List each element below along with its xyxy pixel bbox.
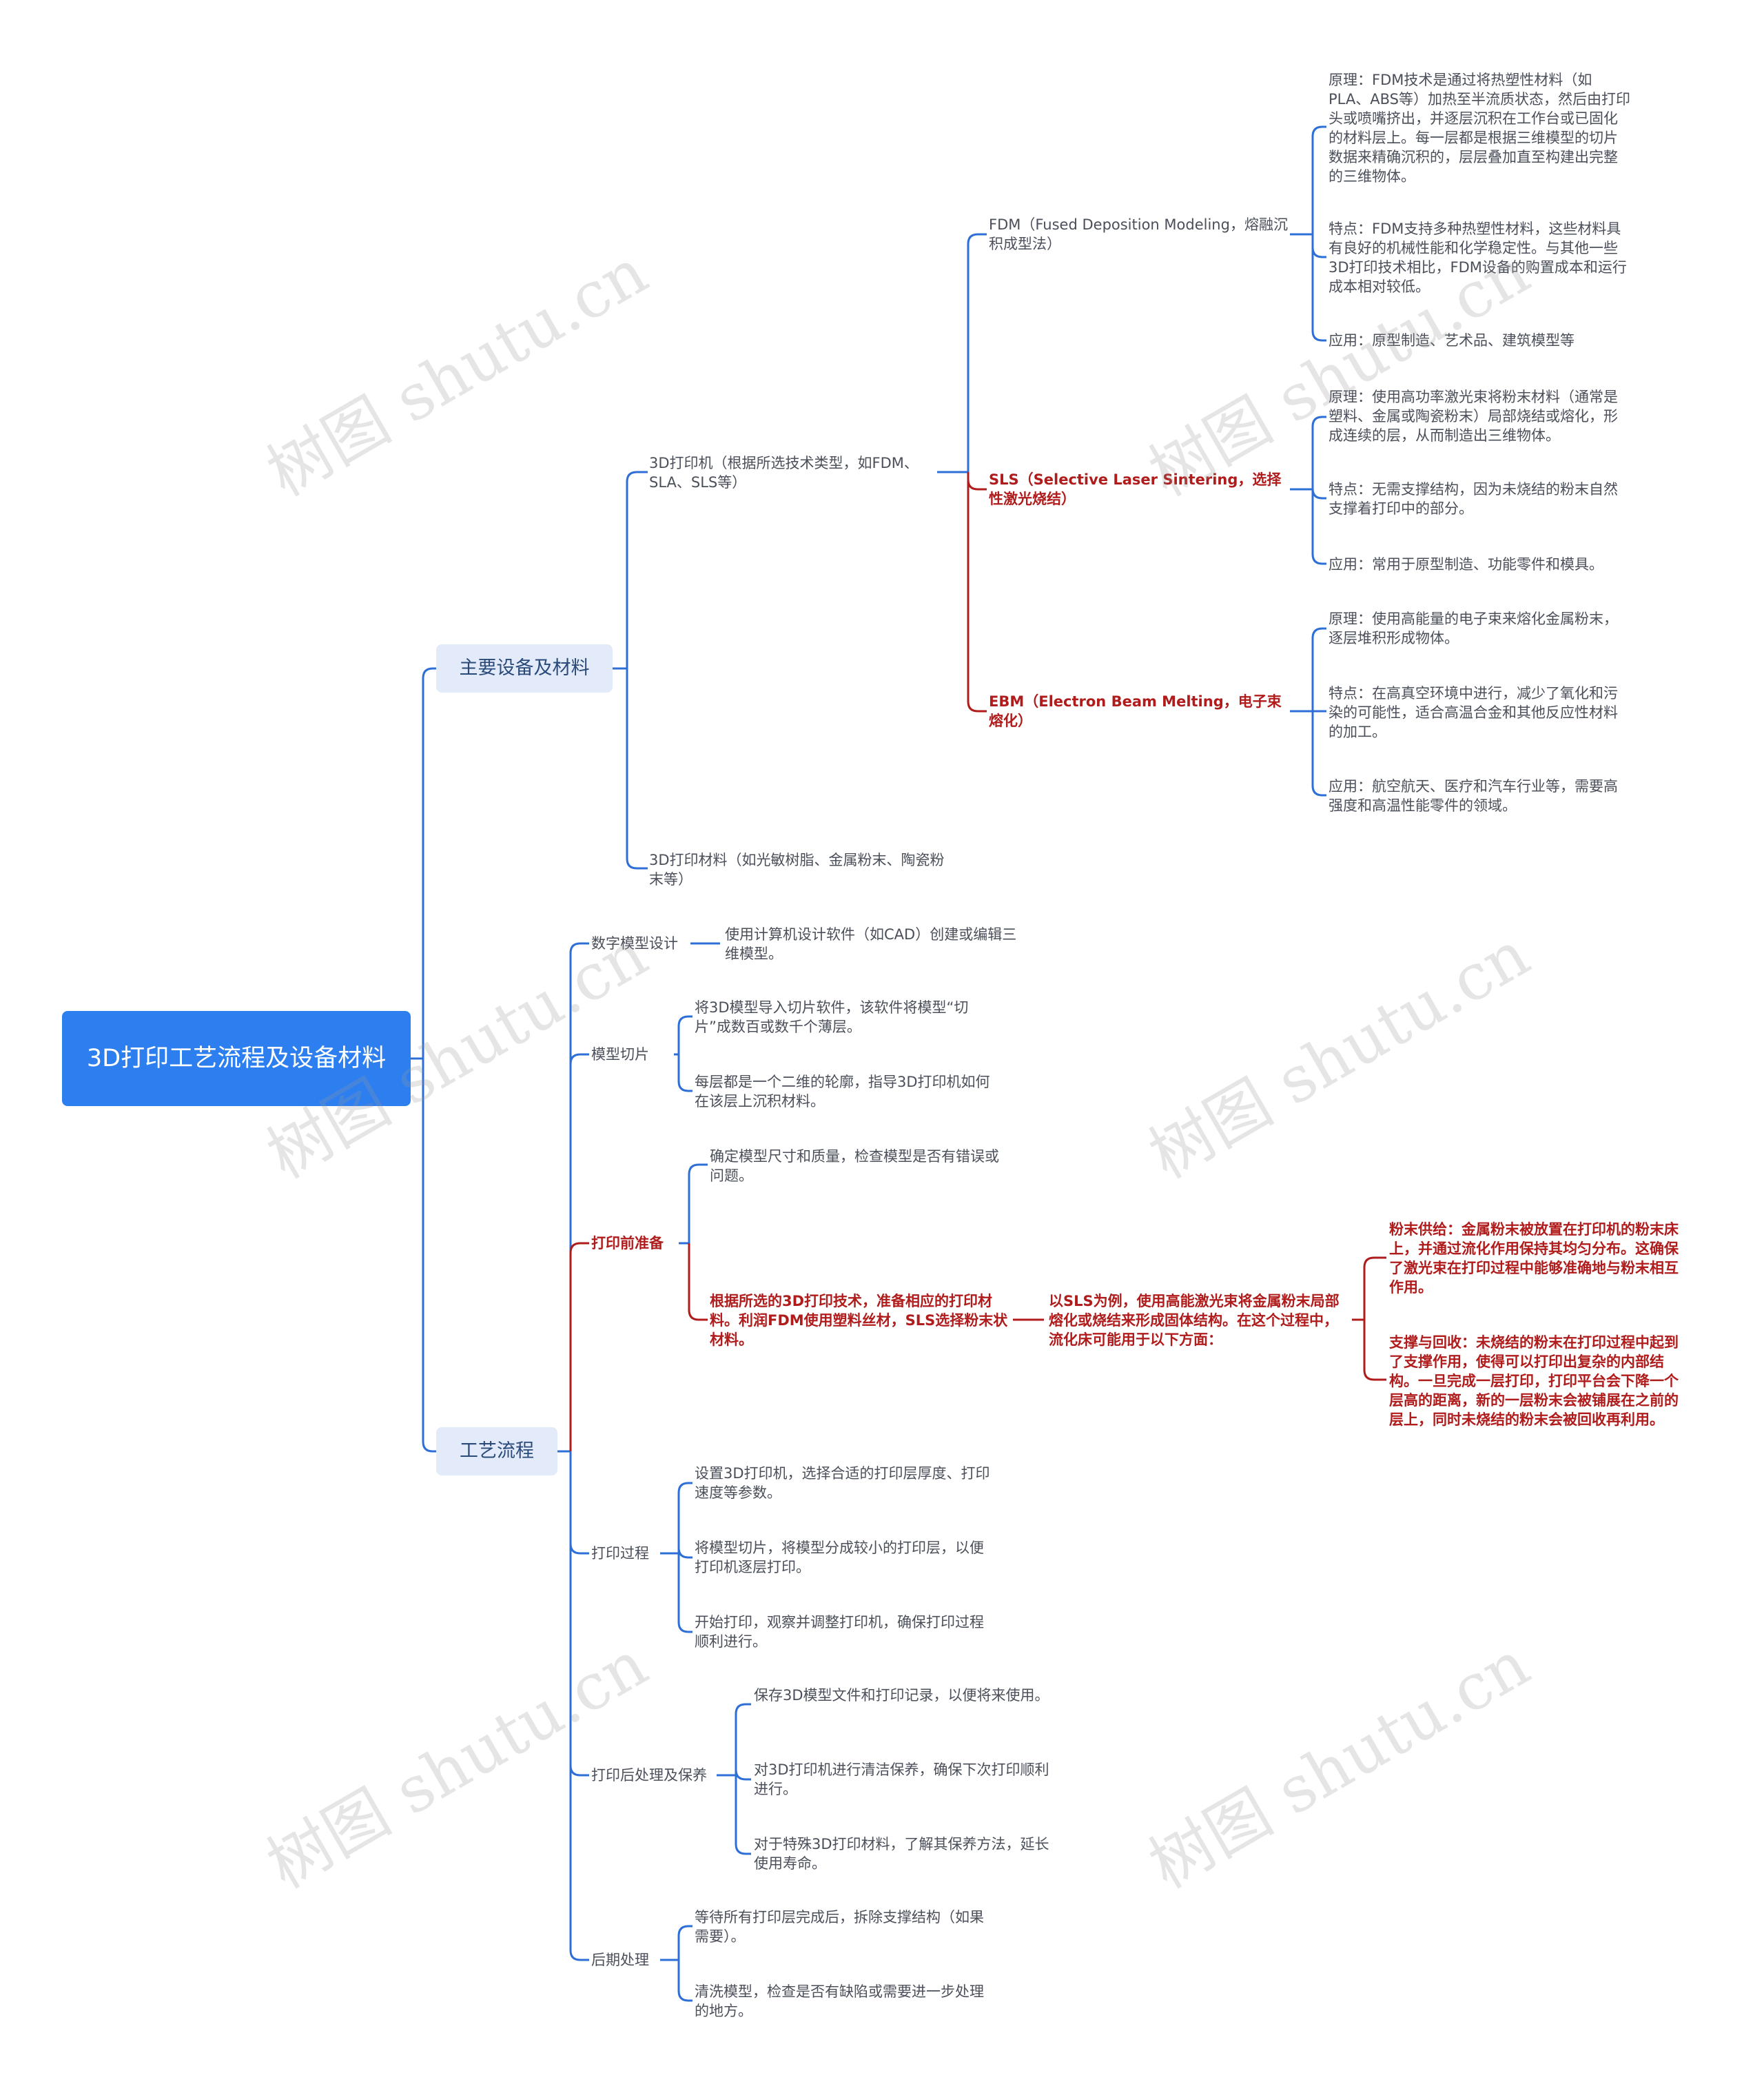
design-item: 使用计算机设计软件（如CAD）创建或编辑三维模型。 [725, 926, 1017, 962]
printer-node[interactable]: 3D打印机（根据所选技术类型，如FDM、SLA、SLS等） [649, 455, 919, 491]
sls-connector-branch [1311, 416, 1326, 489]
prep-item-1: 确定模型尺寸和质量，检查模型是否有错误或问题。 [710, 1148, 999, 1184]
slicing-node[interactable]: 模型切片 [591, 1046, 649, 1063]
root-connector-branch [422, 1059, 436, 1453]
printing-item-3: 开始打印，观察并调整打印机，确保打印过程顺利进行。 [695, 1614, 984, 1650]
post-connector-branch [677, 1925, 693, 1960]
ebm-principle: 原理：使用高能量的电子束来熔化金属粉末，逐层堆积形成物体。 [1329, 611, 1618, 646]
printing-connector-branch [677, 1482, 693, 1553]
printer-connector-branch [967, 472, 987, 491]
slicing-item-2: 每层都是一个二维的轮廓，指导3D打印机如何在该层上沉积材料。 [695, 1074, 990, 1110]
sls-feature: 特点：无需支撑结构，因为未烧结的粉末自然支撑着打印中的部分。 [1329, 481, 1618, 517]
powder-supply: 粉末供给：金属粉末被放置在打印机的粉末床上，并通过流化作用保持其均匀分布。这确保… [1389, 1221, 1679, 1296]
slicing-item-1: 将3D模型导入切片软件，该软件将模型“切片”成数百或数千个薄层。 [695, 999, 969, 1035]
maintenance-item-3: 对于特殊3D打印材料，了解其保养方法，延长使用寿命。 [754, 1836, 1049, 1872]
maintenance-node[interactable]: 打印后处理及保养 [591, 1767, 707, 1784]
process-connector-branch [569, 1451, 589, 1777]
sls-application: 应用：常用于原型制造、功能零件和模具。 [1329, 556, 1603, 573]
sls-connector-branch [1311, 489, 1326, 565]
equipment-connector-branch [626, 471, 648, 668]
maintenance-connector-branch [735, 1769, 751, 1781]
maintenance-connector-branch [735, 1703, 751, 1775]
post-item-1: 等待所有打印层完成后，拆除支撑结构（如果需要）。 [695, 1909, 984, 1945]
note-children-connector-branch [1363, 1320, 1386, 1381]
ebm-connector-branch [1311, 711, 1326, 797]
post-item-2: 清洗模型，检查是否有缺陷或需要进一步处理的地方。 [695, 1983, 984, 2019]
printing-connector-branch [677, 1547, 693, 1559]
note-children-connector-branch [1363, 1256, 1386, 1320]
sls-note: 以SLS为例，使用高能激光束将金属粉末局部熔化或烧结来形成固体结构。在这个过程中… [1049, 1293, 1340, 1348]
process-connector-branch [569, 1451, 589, 1961]
ebm-node[interactable]: EBM（Electron Beam Melting，电子束熔化） [989, 693, 1282, 729]
root-connector-branch [422, 667, 436, 1059]
branch-process[interactable]: 工艺流程 [436, 1427, 557, 1475]
branch-equipment-label: 主要设备及材料 [459, 657, 590, 679]
prep-connector-branch [688, 1163, 708, 1243]
printing-connector-branch [677, 1553, 693, 1633]
fdm-application: 应用：原型制造、艺术品、建筑模型等 [1329, 332, 1575, 349]
process-connector-branch [569, 1053, 589, 1451]
sls-connector-branch [1311, 488, 1326, 500]
design-node[interactable]: 数字模型设计 [591, 935, 678, 952]
ebm-connector-branch [1311, 627, 1326, 711]
fdm-connector-branch [1311, 234, 1326, 342]
prep-item-2: 根据所选的3D打印技术，准备相应的打印材料。利润FDM使用塑料丝材，SLS选择粉… [710, 1293, 1008, 1348]
root-node[interactable]: 3D打印工艺流程及设备材料 [62, 1011, 411, 1106]
printing-item-2: 将模型切片，将模型分成较小的打印层，以便打印机逐层打印。 [695, 1540, 984, 1575]
post-connector-branch [677, 1960, 693, 2002]
process-connector-branch [569, 1242, 589, 1451]
maintenance-item-2: 对3D打印机进行清洁保养，确保下次打印顺利进行。 [754, 1761, 1049, 1797]
fdm-node[interactable]: FDM（Fused Deposition Modeling，熔融沉积成型法） [989, 216, 1288, 252]
prep-connector-branch [688, 1243, 708, 1321]
fdm-feature: 特点：FDM支持多种热塑性材料，这些材料具有良好的机械性能和化学稳定性。与其他一… [1329, 221, 1627, 295]
printer-connector-branch [967, 233, 987, 472]
maintenance-connector-branch [735, 1775, 751, 1855]
fdm-principle: 原理：FDM技术是通过将热塑性材料（如PLA、ABS等）加热至半流质状态，然后由… [1329, 72, 1630, 185]
fdm-connector-branch [1311, 125, 1326, 234]
ebm-feature: 特点：在高真空环境中进行，减少了氧化和污染的可能性，适合高温合金和其他反应性材料… [1329, 685, 1618, 740]
ebm-application: 应用：航空航天、医疗和汽车行业等，需要高强度和高温性能零件的领域。 [1329, 778, 1618, 814]
prep-node[interactable]: 打印前准备 [591, 1235, 664, 1251]
branch-process-label: 工艺流程 [460, 1440, 534, 1462]
printer-connector-branch [967, 472, 987, 713]
printing-node[interactable]: 打印过程 [591, 1545, 649, 1562]
post-node[interactable]: 后期处理 [591, 1952, 649, 1968]
sls-node[interactable]: SLS（Selective Laser Sintering，选择性激光烧结） [989, 471, 1282, 507]
printing-item-1: 设置3D打印机，选择合适的打印层厚度、打印速度等参数。 [695, 1465, 990, 1501]
fdm-connector-branch [1311, 234, 1326, 258]
equipment-connector-branch [626, 668, 648, 870]
materials-node[interactable]: 3D打印材料（如光敏树脂、金属粉末、陶瓷粉末等） [649, 852, 945, 888]
root-label: 3D打印工艺流程及设备材料 [86, 1045, 387, 1072]
support-recycle: 支撑与回收：未烧结的粉末在打印过程中起到了支撑作用，使得可以打印出复杂的内部结构… [1389, 1334, 1679, 1428]
slicing-connector-branch [677, 1015, 693, 1054]
maintenance-item-1: 保存3D模型文件和打印记录，以便将来使用。 [754, 1687, 1049, 1704]
sls-principle: 原理：使用高功率激光束将粉末材料（通常是塑料、金属或陶瓷粉末）局部烧结或熔化，形… [1329, 389, 1618, 444]
process-connector-branch [569, 942, 589, 1451]
slicing-connector-branch [677, 1054, 693, 1092]
branch-equipment[interactable]: 主要设备及材料 [436, 644, 613, 693]
process-connector-branch [569, 1451, 589, 1555]
